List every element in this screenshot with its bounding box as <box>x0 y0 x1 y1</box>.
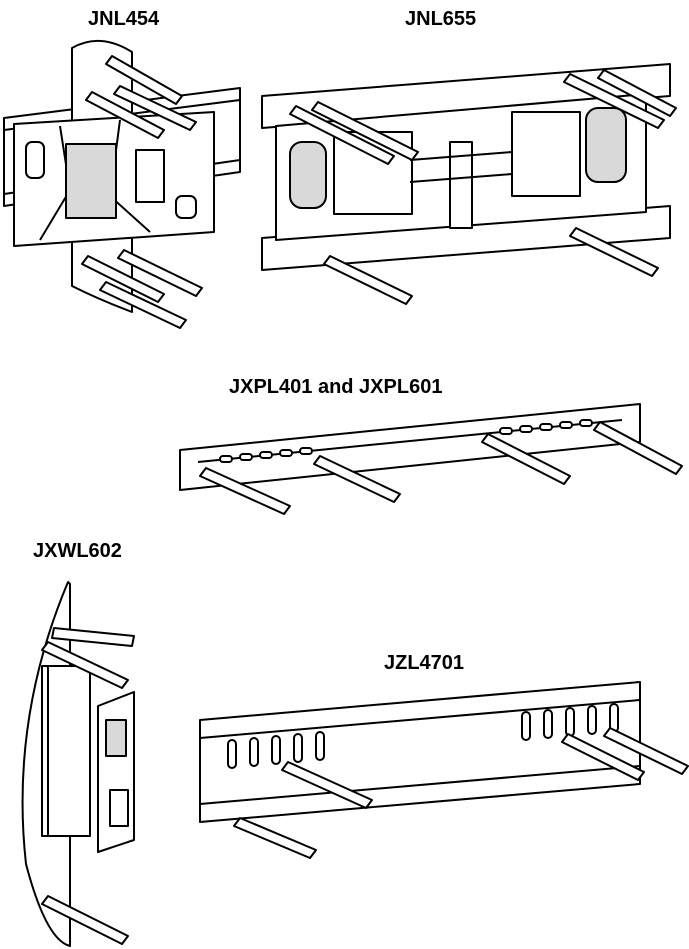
jxwl602-rods <box>41 627 135 945</box>
jzl4701-bracket <box>199 681 689 859</box>
jnl655-upper-rods <box>289 69 677 165</box>
label-jnl454: JNL454 <box>88 8 160 30</box>
jnl454-bracket <box>3 39 241 329</box>
jzl4701-slots <box>227 703 619 769</box>
label-jnl655: JNL655 <box>405 8 477 30</box>
jxpl-bracket <box>179 403 683 515</box>
label-jzl4701: JZL4701 <box>384 652 465 674</box>
jnl655-lower-rods <box>323 227 659 305</box>
jnl454-lower-rods <box>81 249 203 329</box>
jxwl602-bracket <box>21 581 135 947</box>
jnl655-bracket <box>261 63 677 305</box>
jnl454-upper-rods <box>85 55 197 139</box>
label-jxpl401-jxpl601: JXPL401 and JXPL601 <box>229 376 443 398</box>
jxpl-rods <box>199 421 683 515</box>
jzl4701-rods <box>233 727 689 859</box>
label-jxwl602: JXWL602 <box>33 540 122 562</box>
jxpl-slots <box>219 419 593 463</box>
